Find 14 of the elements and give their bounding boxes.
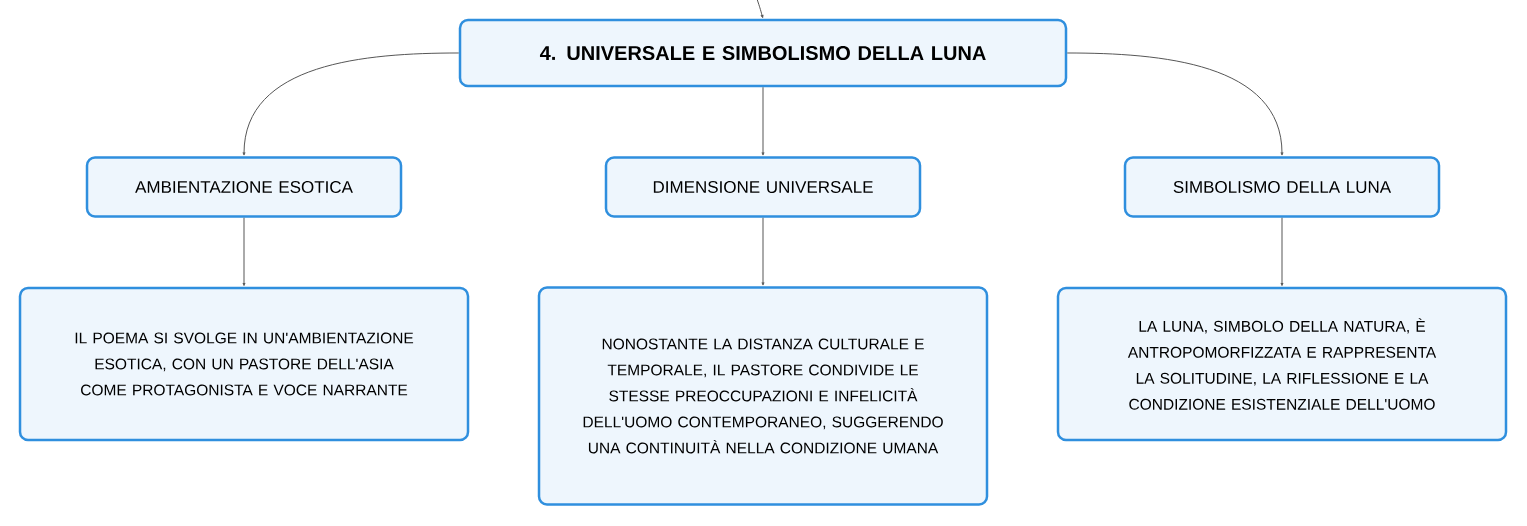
arrow xyxy=(761,86,765,156)
title-box: 4. UNIVERSALE E SIMBOLISMO DELLA LUNA xyxy=(458,18,1068,88)
topic-box: SIMBOLISMO DELLA LUNA xyxy=(1123,156,1441,218)
arrow xyxy=(1066,52,1284,156)
description-box: IL POEMA SI SVOLGE IN UN'AMBIENTAZIONE ESOTICA, CON UN PASTORE DELL'ASIA COME PROTAGONISTA E VOCE NARRANTE xyxy=(18,286,470,442)
arrow xyxy=(242,52,460,156)
arrow xyxy=(1280,217,1284,287)
description-box: NONOSTANTE LA DISTANZA CULTURALE E TEMPORALE, IL PASTORE CONDIVIDE LE STESSE PREOCCUPAZIONI E INFELICITÀ DELL'UOMO CONTEMPORANEO, SUGGERENDO UNA CONTINUITÀ NELLA CONDIZIONE UMANA xyxy=(537,286,989,506)
description-box: LA LUNA, SIMBOLO DELLA NATURA, È ANTROPOMORFIZZATA E RAPPRESENTA LA SOLITUDINE, LA RIFLESSIONE E LA CONDIZIONE ESISTENZIALE DELL'UOMO xyxy=(1056,286,1508,442)
arrow xyxy=(756,0,764,19)
arrow xyxy=(242,217,246,287)
topic-box: AMBIENTAZIONE ESOTICA xyxy=(85,156,403,218)
topic-box: DIMENSIONE UNIVERSALE xyxy=(604,156,922,218)
arrow xyxy=(761,217,765,286)
